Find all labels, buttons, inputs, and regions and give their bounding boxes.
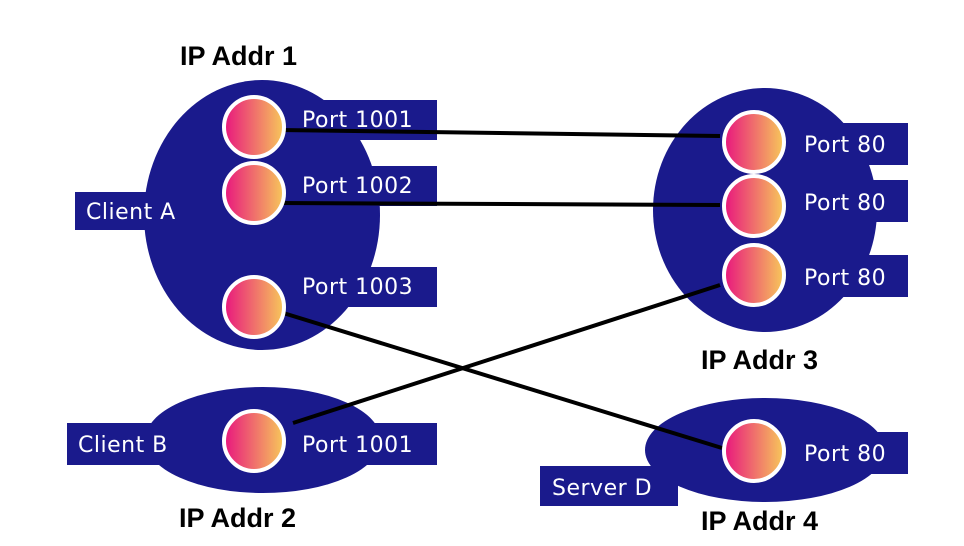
host-label: Client B <box>78 433 168 458</box>
ip-address-label: IP Addr 1 <box>180 41 297 71</box>
port-label: Port 1003 <box>302 275 413 300</box>
port-icon <box>722 174 786 238</box>
port-icon <box>222 275 286 339</box>
port-label: Port 80 <box>804 133 886 158</box>
host-label-box <box>67 423 217 465</box>
host-label: Server D <box>552 476 652 501</box>
port-label: Port 80 <box>804 442 886 467</box>
ports <box>222 95 786 483</box>
port-label: Port 1002 <box>302 174 413 199</box>
port-icon <box>222 161 286 225</box>
port-label: Port 80 <box>804 266 886 291</box>
host-server-c: Port 80 Port 80 Port 80 <box>653 88 908 332</box>
port-label-box <box>262 423 437 465</box>
host-label-box <box>540 466 678 506</box>
port-label: Port 1001 <box>302 433 413 458</box>
connection-line <box>292 283 721 425</box>
connection-line <box>279 201 721 207</box>
port-icon <box>722 110 786 174</box>
host-label: Client A <box>86 200 176 225</box>
port-icon <box>222 409 286 473</box>
port-icon <box>222 95 286 159</box>
port-icon <box>722 243 786 307</box>
port-label-box <box>262 166 437 206</box>
host-label-box <box>75 192 215 230</box>
ip-address-label: IP Addr 2 <box>179 503 296 533</box>
port-label-box <box>262 267 437 307</box>
connections <box>279 128 723 450</box>
connection-line <box>279 310 723 450</box>
port-label: Port 80 <box>804 191 886 216</box>
ip-address-label: IP Addr 4 <box>701 506 818 536</box>
ip-address-label: IP Addr 3 <box>701 345 818 375</box>
port-icon <box>722 419 786 483</box>
host-client-a: Client A Port 1001 Port 1002 Port 1003 <box>75 80 437 350</box>
connection-line <box>279 128 721 138</box>
